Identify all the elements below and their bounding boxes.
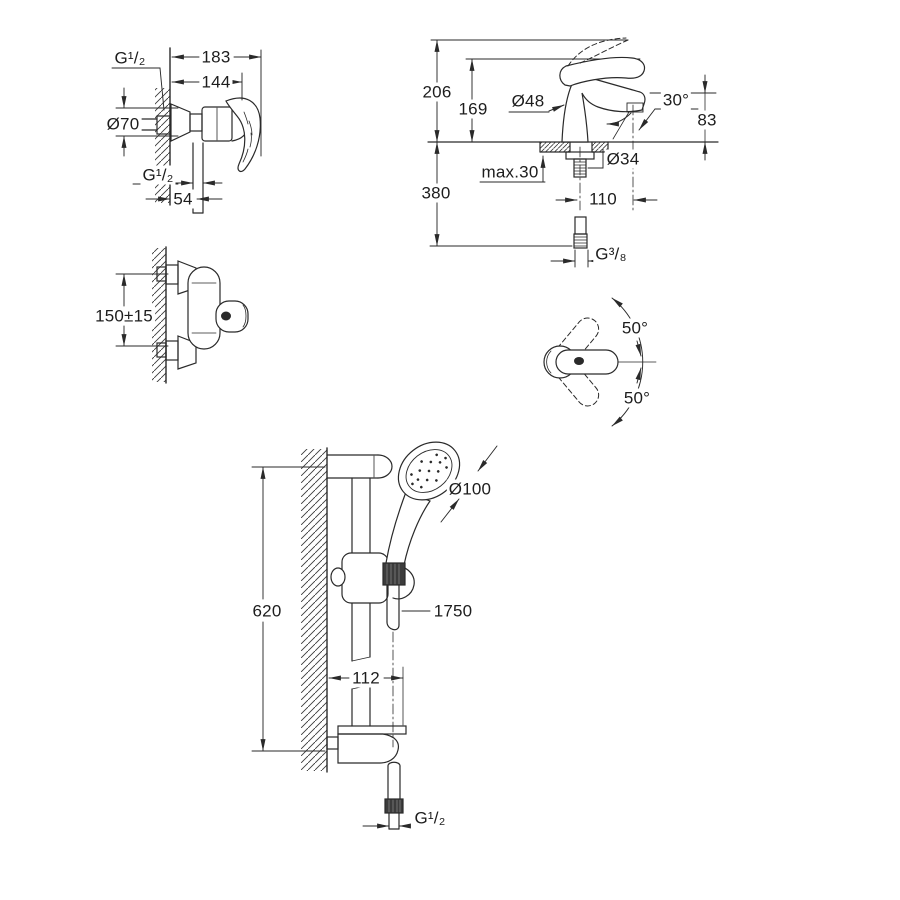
faucet-body xyxy=(561,74,646,143)
shower-rail-set-view xyxy=(251,441,498,830)
hand-shower-head xyxy=(397,441,461,501)
dim-label-spout-projection: 110 xyxy=(587,189,619,209)
dim-label-angle-down: 50° xyxy=(621,388,653,408)
dim-label-wall-offset: 112 xyxy=(350,668,382,688)
dim-label-spout-height: 83 xyxy=(695,110,719,130)
shower-mixer-top-view xyxy=(115,246,249,384)
lever-raised-dashed xyxy=(567,37,629,67)
dim-label-height-total: 206 xyxy=(420,82,454,102)
dim-label-depth-total: 183 xyxy=(199,47,233,67)
dim-label-rosette-dia: Ø70 xyxy=(104,114,142,134)
dim-label-inlet-centers: 150±15 xyxy=(93,306,155,326)
handle-shading xyxy=(242,111,253,163)
aerator xyxy=(626,102,644,113)
hose-nut-upper xyxy=(382,562,406,586)
basin-faucet-side-view xyxy=(427,37,719,268)
angle-arc xyxy=(611,297,644,427)
dim-label-hose-thread: G¹/₂ xyxy=(412,808,448,828)
dimensions-faucet xyxy=(434,39,708,268)
valve-body-top xyxy=(187,266,221,350)
hand-shower-handle xyxy=(385,491,431,566)
handle-top xyxy=(215,300,249,333)
dimensions-top-view xyxy=(115,273,169,347)
dim-label-hose-length: 1750 xyxy=(431,601,475,621)
spray-nozzles xyxy=(410,453,448,489)
rail-bottom-bracket xyxy=(326,725,407,764)
dimensions-rail-set xyxy=(251,445,498,829)
dim-label-hole-dia: Ø34 xyxy=(604,149,642,169)
handle-swing-view xyxy=(543,297,657,427)
supply-connector xyxy=(573,216,588,249)
dim-label-thread-top-mixer: G¹/₂ xyxy=(112,48,148,68)
lever-dot xyxy=(574,357,584,365)
rail-top-bracket xyxy=(326,454,393,479)
dim-label-deck-thickness-max: max.30 xyxy=(479,162,541,182)
hand-shower xyxy=(382,441,461,631)
dim-label-thread-bottom-mixer: G¹/₂ xyxy=(140,165,176,185)
centerlines xyxy=(579,104,634,211)
dim-label-head-dia: Ø100 xyxy=(446,479,494,499)
slider-holder xyxy=(330,552,415,604)
counter-section xyxy=(539,141,609,153)
lever-neutral xyxy=(555,349,619,375)
dim-label-outlet-offset: 54 xyxy=(171,189,195,209)
dim-label-rail-height: 620 xyxy=(250,601,284,621)
dim-label-supply-thread: G³/₈ xyxy=(593,244,629,264)
dim-label-supply-length: 380 xyxy=(419,183,453,203)
mixer-lever-handle xyxy=(225,97,261,173)
dim-label-body-dia: Ø48 xyxy=(509,91,547,111)
wall-hatching xyxy=(301,449,327,771)
shower-hose-upper xyxy=(386,584,400,631)
hose-lower-connector xyxy=(384,761,404,830)
dim-label-depth-body: 144 xyxy=(199,72,233,92)
faucet-lever xyxy=(559,56,646,87)
wall-hatching xyxy=(155,88,170,203)
dim-label-aerator-angle: 30° xyxy=(660,90,692,110)
dim-label-height-to-lever: 169 xyxy=(456,99,490,119)
dim-label-angle-up: 50° xyxy=(619,318,651,338)
